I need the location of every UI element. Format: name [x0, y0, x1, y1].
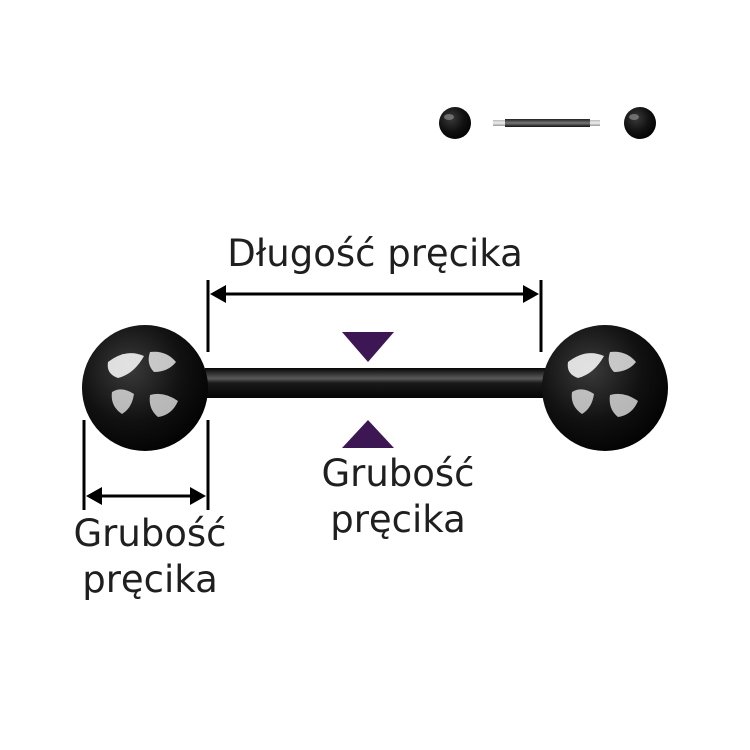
label-thickness-left-line2: pręcika [82, 558, 218, 601]
label-thickness-center-line1: Grubość [321, 452, 475, 495]
main-ball-left [82, 325, 208, 451]
label-length: Długość pręcika [227, 232, 523, 275]
length-arrow-head-left [210, 285, 226, 303]
label-thickness-left-line1: Grubość [73, 512, 227, 555]
main-bar [205, 368, 550, 398]
ball-arrow-head-left [86, 487, 102, 505]
main-ball-right [542, 325, 668, 451]
thumbnail-barbell [439, 107, 656, 139]
thickness-indicator-top [342, 332, 394, 362]
thumbnail-ball-right [624, 107, 656, 139]
thumbnail-ball-left-highlight [444, 114, 454, 120]
thumbnail-thread-right [590, 120, 600, 126]
thumbnail-ball-right-highlight [629, 114, 639, 120]
length-dimension [206, 280, 543, 352]
thumbnail-thread-left [493, 120, 505, 126]
length-arrow-head-right [523, 285, 539, 303]
label-thickness-center-line2: pręcika [330, 498, 466, 541]
thickness-indicator-bottom [342, 420, 394, 448]
thumbnail-ball-left [439, 107, 471, 139]
thumbnail-bar [505, 119, 590, 127]
ball-diameter-dimension [82, 420, 210, 510]
ball-arrow-head-right [190, 487, 206, 505]
